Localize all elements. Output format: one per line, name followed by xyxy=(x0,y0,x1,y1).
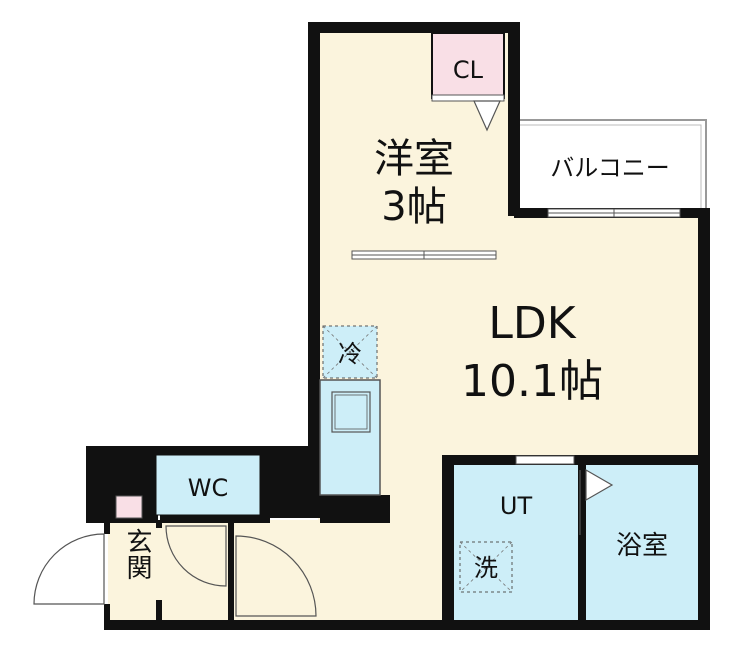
shoe-cupboard xyxy=(115,495,143,519)
bathroom-floor xyxy=(585,465,700,621)
wc-label: WC xyxy=(188,474,229,502)
bathroom-label: 浴室 xyxy=(616,531,668,561)
closet xyxy=(431,32,505,132)
western-room-size: 3帖 xyxy=(381,184,446,230)
fridge-label: 冷 xyxy=(338,340,362,368)
wc-room xyxy=(155,454,261,516)
utility-label: UT xyxy=(500,492,533,520)
closet-door-icon xyxy=(473,100,501,132)
ldk-floor-right xyxy=(514,214,700,264)
fridge-space-icon xyxy=(322,325,378,379)
kitchen-sink-icon xyxy=(331,391,371,433)
ldk-floor xyxy=(318,255,700,457)
entrance-floor xyxy=(108,520,160,621)
entrance-label: 玄関 xyxy=(122,528,152,580)
kitchen xyxy=(319,379,381,496)
balcony xyxy=(514,119,707,212)
balcony-floor xyxy=(518,120,708,212)
western-room-name: 洋室 xyxy=(374,136,454,182)
ldk-size: 10.1帖 xyxy=(461,356,603,407)
door-swing-icon xyxy=(33,468,614,617)
walls xyxy=(86,22,710,630)
washer-space-icon xyxy=(459,541,513,593)
window-icon xyxy=(351,208,681,465)
balcony-label: バルコニー xyxy=(550,154,670,182)
washer-label: 洗 xyxy=(474,554,498,582)
closet-label: CL xyxy=(453,56,484,84)
ldk-name: LDK xyxy=(488,298,576,349)
